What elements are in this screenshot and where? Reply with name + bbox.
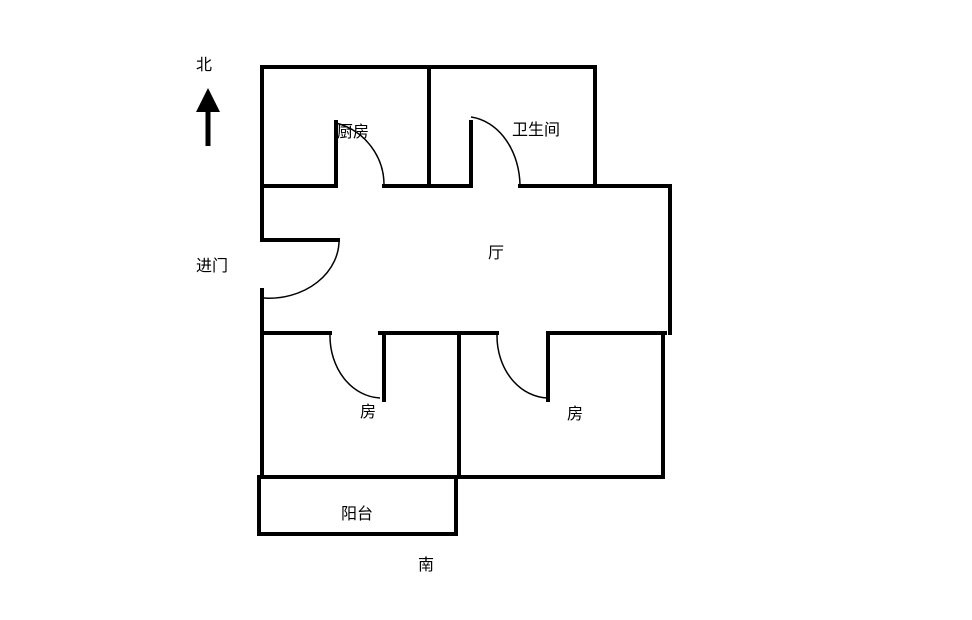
bedroom-right-label: 房	[567, 404, 584, 423]
living-hall-label: 厅	[488, 243, 505, 262]
south-label: 南	[418, 555, 435, 574]
north-arrow-icon	[196, 88, 220, 146]
kitchen-label: 厨房	[337, 122, 370, 141]
kitchen-walls	[260, 65, 597, 188]
north-label: 北	[196, 55, 213, 74]
hall-walls	[260, 184, 672, 335]
bedroom-left-label: 房	[360, 402, 377, 421]
balcony-label: 阳台	[341, 504, 374, 523]
entrance-label: 进门	[196, 256, 229, 275]
door-swings	[262, 116, 549, 399]
bathroom-label: 卫生间	[512, 120, 561, 139]
bedroom-walls	[260, 331, 665, 479]
balcony-walls	[257, 475, 458, 536]
